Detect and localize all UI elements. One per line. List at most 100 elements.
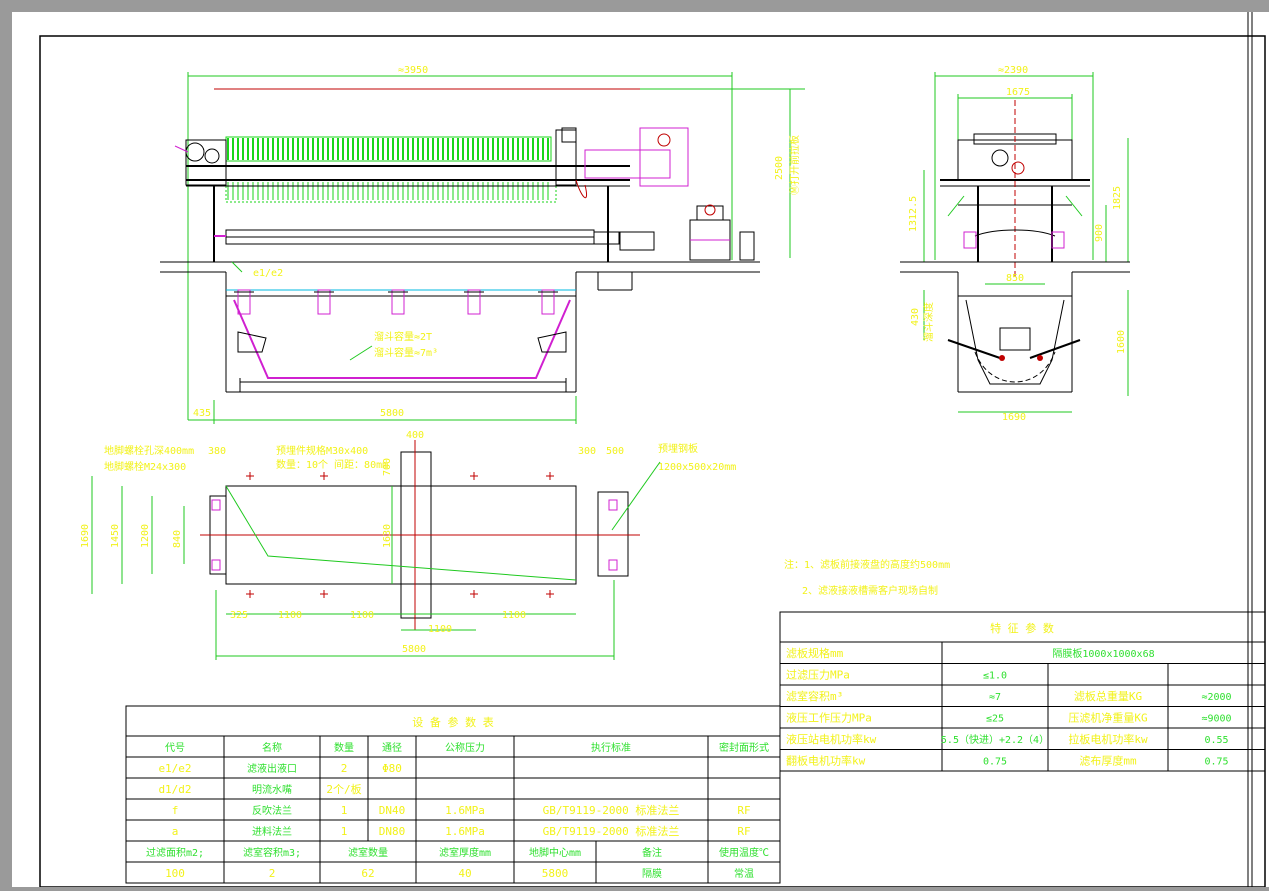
equipment-cell: 数量 bbox=[334, 741, 354, 754]
equipment-cell: 40 bbox=[458, 867, 471, 880]
embed-plate-spec: 预埋件规格M30x400 bbox=[276, 444, 368, 457]
feature-cell: ≈7 bbox=[989, 692, 1001, 703]
note-1: 注：1、滤板前接液盘的高度约500mm bbox=[784, 558, 950, 571]
feature-cell: 过滤压力MPa bbox=[786, 669, 850, 682]
equipment-cell: a bbox=[172, 825, 179, 838]
equipment-cell: 代号 bbox=[165, 742, 185, 754]
side-view: ≈2390 1675 1312.5 1825 900 850 bbox=[900, 65, 1130, 423]
feature-table-title: 特 征 参 数 bbox=[990, 621, 1054, 635]
tray-label-volume: 溜斗容量≈7m³ bbox=[374, 346, 438, 359]
equipment-cell: 执行标准 bbox=[591, 741, 631, 754]
dim-height: 2500 bbox=[774, 156, 785, 180]
steel-plate-title: 预埋钢板 bbox=[658, 442, 698, 455]
equipment-cell: DN40 bbox=[379, 804, 406, 817]
equipment-cell: 公称压力 bbox=[445, 741, 485, 754]
equipment-cell: RF bbox=[737, 825, 750, 838]
feature-cell: 压滤机净重量KG bbox=[1068, 711, 1147, 725]
note-2: 2、滤液接液槽需客户现场自制 bbox=[802, 584, 938, 597]
feature-cell: 液压工作压力MPa bbox=[786, 711, 872, 725]
dim-width-inner: 850 bbox=[1006, 273, 1024, 284]
equipment-cell: RF bbox=[737, 804, 750, 817]
tray-label-capacity: 溜斗容量≈2T bbox=[374, 330, 432, 343]
equipment-cell: 隔膜 bbox=[642, 868, 662, 880]
equipment-cell: 2个/板 bbox=[326, 782, 361, 796]
dim-500: 500 bbox=[606, 446, 624, 457]
feature-cell: 滤布厚度mm bbox=[1079, 754, 1137, 768]
equipment-cell: e1/e2 bbox=[158, 762, 191, 775]
feature-cell: 液压站电机功率kw bbox=[786, 732, 877, 746]
equipment-cell: 进料法兰 bbox=[252, 825, 292, 838]
equipment-cell: 反吹法兰 bbox=[252, 804, 292, 817]
dim-400: 400 bbox=[406, 430, 424, 441]
equipment-cell: 滤室数量 bbox=[348, 846, 388, 859]
feature-cell: 隔膜板1000x1000x68 bbox=[1052, 647, 1154, 660]
feature-cell: 拉板电机功率kw bbox=[1068, 732, 1148, 746]
dim-700: 700 bbox=[382, 458, 393, 476]
feature-cell: 0.55 bbox=[1204, 735, 1228, 746]
equipment-cell: 2 bbox=[269, 867, 276, 880]
pit-depth-note: 溜斗深度 bbox=[922, 302, 935, 342]
dim-325: 325 bbox=[230, 610, 248, 621]
equipment-cell: 2 bbox=[341, 762, 348, 775]
dim-height-mid: 900 bbox=[1094, 224, 1105, 242]
equipment-table: 设 备 参 数 表 代号 名称 数量 通径 公称压力 执行标准 密封面形式 e1/e2 滤液出液… bbox=[125, 705, 781, 884]
equipment-cell: 1 bbox=[341, 825, 348, 838]
height-note: Ⓜ打开前拉板 bbox=[788, 135, 801, 195]
dim-width-upper: 1675 bbox=[1006, 87, 1030, 98]
equipment-cell: f bbox=[172, 804, 179, 817]
feature-row: 液压站电机功率kw 5.5（快进）+2.2（4） 拉板电机功率kw 0.55 bbox=[779, 727, 1266, 750]
dim-left-offset: 435 bbox=[193, 408, 211, 419]
dim-1100-b: 1100 bbox=[350, 610, 374, 621]
dim-pit-depth: 430 bbox=[910, 308, 921, 326]
anchor-bolt-depth-note: 地脚螺栓孔深400mm bbox=[104, 444, 194, 457]
equipment-cell: 滤液出液口 bbox=[247, 762, 297, 775]
dim-pit-length: 5800 bbox=[380, 408, 404, 419]
equipment-cell: 常温 bbox=[734, 867, 754, 880]
feature-cell: 滤板规格mm bbox=[786, 646, 844, 660]
pipe-label-e1e2: e1/e2 bbox=[253, 268, 283, 279]
equipment-cell: d1/d2 bbox=[158, 783, 191, 796]
embed-plate-qty: 数量：10个 间距：80mm bbox=[276, 458, 388, 471]
dim-1100-a: 1100 bbox=[278, 610, 302, 621]
equipment-cell: 5800 bbox=[542, 867, 569, 880]
anchor-marks bbox=[246, 472, 554, 598]
equipment-cell: 1 bbox=[341, 804, 348, 817]
dim-1200: 1200 bbox=[140, 524, 151, 548]
feature-cell: 0.75 bbox=[983, 757, 1007, 768]
feature-cell: 翻板电机功率kw bbox=[786, 754, 866, 768]
equipment-cell: 地脚中心mm bbox=[529, 846, 581, 859]
dim-hopper-width: 1690 bbox=[1002, 412, 1026, 423]
equipment-cell: 1.6MPa bbox=[445, 825, 485, 838]
equipment-cell: 100 bbox=[165, 867, 185, 880]
equipment-cell: 备注 bbox=[642, 846, 662, 859]
equipment-cell: 过滤面积m2; bbox=[146, 846, 204, 859]
dim-overall-length: ≈3950 bbox=[398, 65, 428, 76]
dim-840: 840 bbox=[172, 530, 183, 548]
dim-5800: 5800 bbox=[402, 644, 426, 655]
feature-cell: ≈2000 bbox=[1201, 692, 1231, 703]
equipment-cell: 滤室厚度mm bbox=[439, 846, 491, 859]
equipment-cell: 名称 bbox=[262, 741, 282, 754]
feature-cell: 5.5（快进）+2.2（4） bbox=[941, 734, 1049, 746]
anchor-bolt-size-note: 地脚螺栓M24x300 bbox=[104, 460, 186, 473]
equipment-table-title: 设 备 参 数 表 bbox=[412, 715, 494, 729]
dim-1100-c: 1100 bbox=[502, 610, 526, 621]
steel-plate-size: 1200x500x20mm bbox=[658, 462, 736, 473]
filter-plate-pack bbox=[227, 138, 549, 200]
dim-300: 300 bbox=[578, 446, 596, 457]
equipment-cell: GB/T9119-2000 标准法兰 bbox=[543, 824, 680, 838]
equipment-cell: 密封面形式 bbox=[719, 741, 769, 754]
dim-height-total: 1825 bbox=[1112, 186, 1123, 210]
equipment-cell: 滤室容积m3; bbox=[243, 846, 301, 859]
equipment-cell: 1.6MPa bbox=[445, 804, 485, 817]
feature-cell: 滤板总重量KG bbox=[1074, 689, 1142, 703]
dim-hopper-depth: 1600 bbox=[1116, 330, 1127, 354]
equipment-cell: 通径 bbox=[382, 741, 402, 754]
equipment-cell: 使用温度℃ bbox=[719, 846, 769, 859]
front-view: ≈3950 2500 Ⓜ打开前拉板 bbox=[160, 65, 805, 424]
